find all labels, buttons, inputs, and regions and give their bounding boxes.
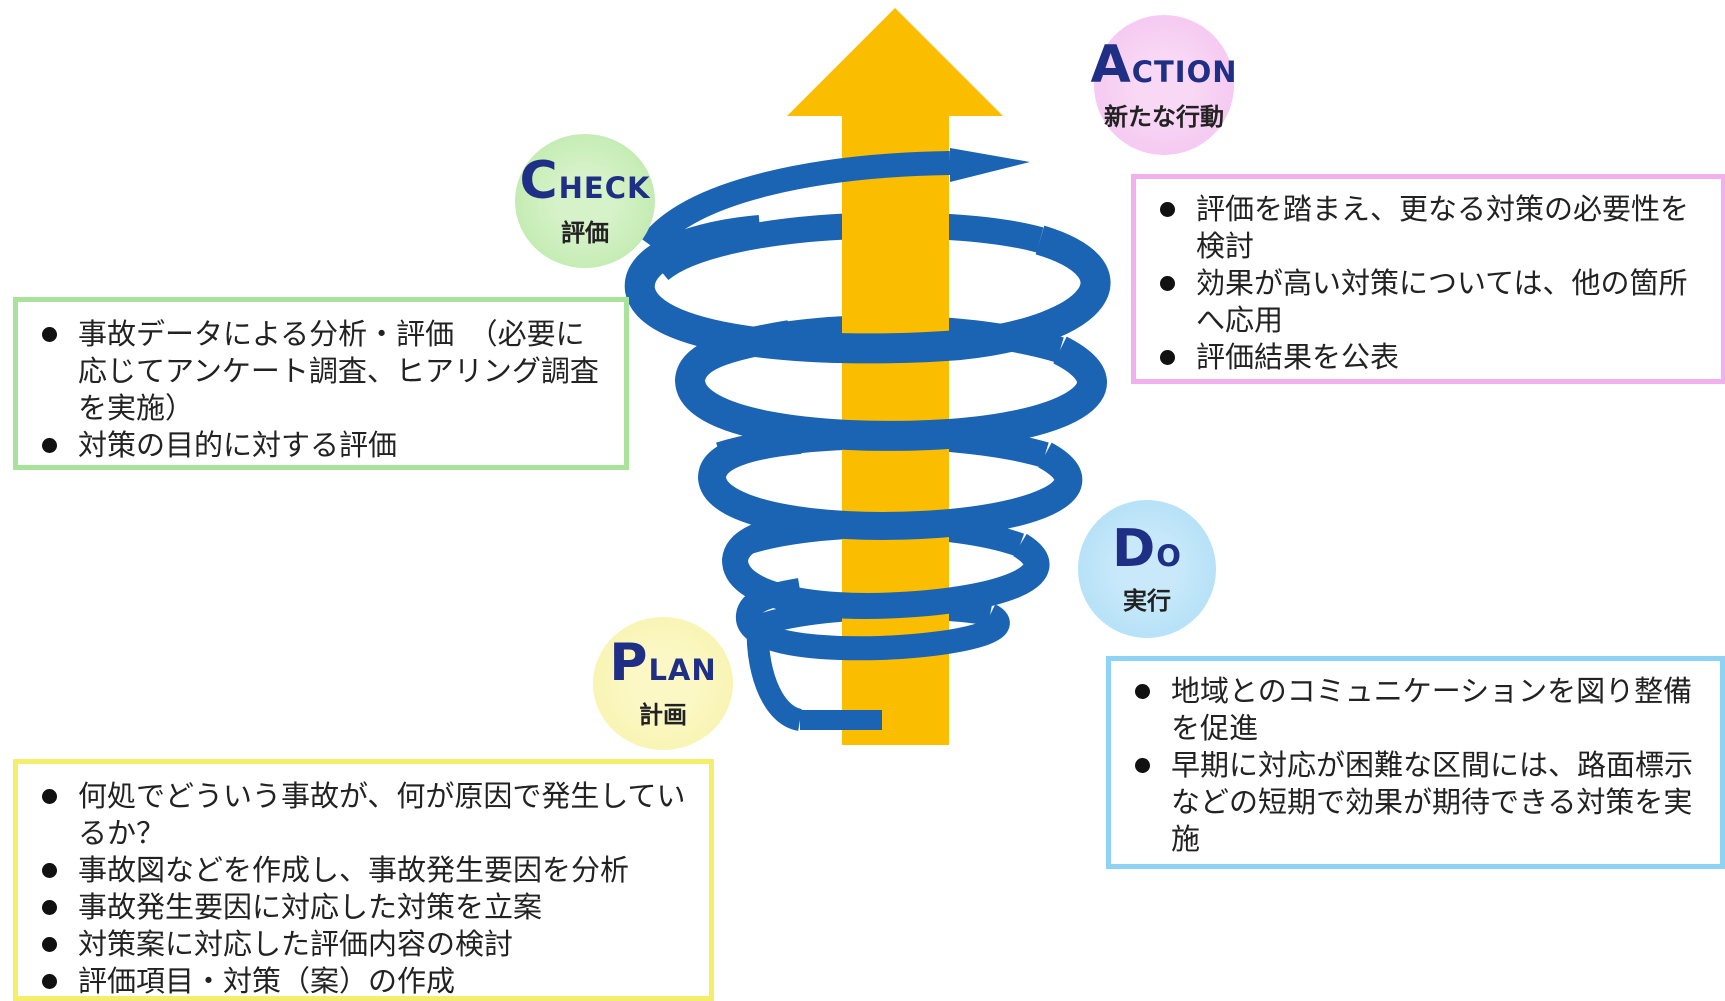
list-item: 対策案に対応した評価内容の検討 [36,926,695,963]
do-label: 実行 [1123,586,1171,615]
action-bullet-list: 評価を踏まえ、更なる対策の必要性を検討 効果が高い対策については、他の箇所へ応用… [1154,191,1707,376]
action-label: 新たな行動 [1104,102,1224,131]
check-label: 評価 [561,218,609,247]
spiral-exit-arrow [640,148,1030,253]
check-description-box: 事故データによる分析・評価 （必要に応じてアンケート調査、ヒアリング調査を実施）… [13,297,629,470]
plan-description-box: 何処でどういう事故が、何が原因で発生しているか？ 事故図などを作成し、事故発生要… [13,759,714,1001]
check-bullet-list: 事故データによる分析・評価 （必要に応じてアンケート調査、ヒアリング調査を実施）… [36,316,610,464]
list-item: 事故図などを作成し、事故発生要因を分析 [36,852,695,889]
plan-title: PLAN [609,633,717,693]
list-item: 何処でどういう事故が、何が原因で発生しているか？ [36,778,695,852]
action-description-box: 評価を踏まえ、更なる対策の必要性を検討 効果が高い対策については、他の箇所へ応用… [1131,174,1725,384]
list-item: 効果が高い対策については、他の箇所へ応用 [1154,265,1707,339]
plan-phase-circle: PLAN 計画 [593,617,733,750]
list-item: 事故発生要因に対応した対策を立案 [36,889,695,926]
do-description-box: 地域とのコミュニケーションを図り整備を促進 早期に対応が困難な区間には、路面標示… [1106,656,1725,869]
list-item: 早期に対応が困難な区間には、路面標示などの短期で効果が期待できる対策を実施 [1129,747,1706,858]
list-item: 評価項目・対策（案）の作成 [36,963,695,1000]
action-phase-circle: ACTION 新たな行動 [1090,15,1237,155]
plan-bullet-list: 何処でどういう事故が、何が原因で発生しているか？ 事故図などを作成し、事故発生要… [36,778,695,1000]
action-title: ACTION [1090,34,1238,95]
list-item: 事故データによる分析・評価 （必要に応じてアンケート調査、ヒアリング調査を実施） [36,316,610,427]
check-phase-circle: CHECK 評価 [515,134,655,268]
check-title: CHECK [519,150,651,211]
spiral-front [624,215,1111,731]
plan-label: 計画 [639,701,687,729]
do-phase-circle: DO 実行 [1078,500,1216,638]
list-item: 対策の目的に対する評価 [36,427,610,464]
list-item: 評価結果を公表 [1154,339,1707,376]
list-item: 評価を踏まえ、更なる対策の必要性を検討 [1154,191,1707,265]
do-bullet-list: 地域とのコミュニケーションを図り整備を促進 早期に対応が困難な区間には、路面標示… [1129,673,1706,858]
do-title: DO [1112,518,1182,579]
list-item: 地域とのコミュニケーションを図り整備を促進 [1129,673,1706,747]
